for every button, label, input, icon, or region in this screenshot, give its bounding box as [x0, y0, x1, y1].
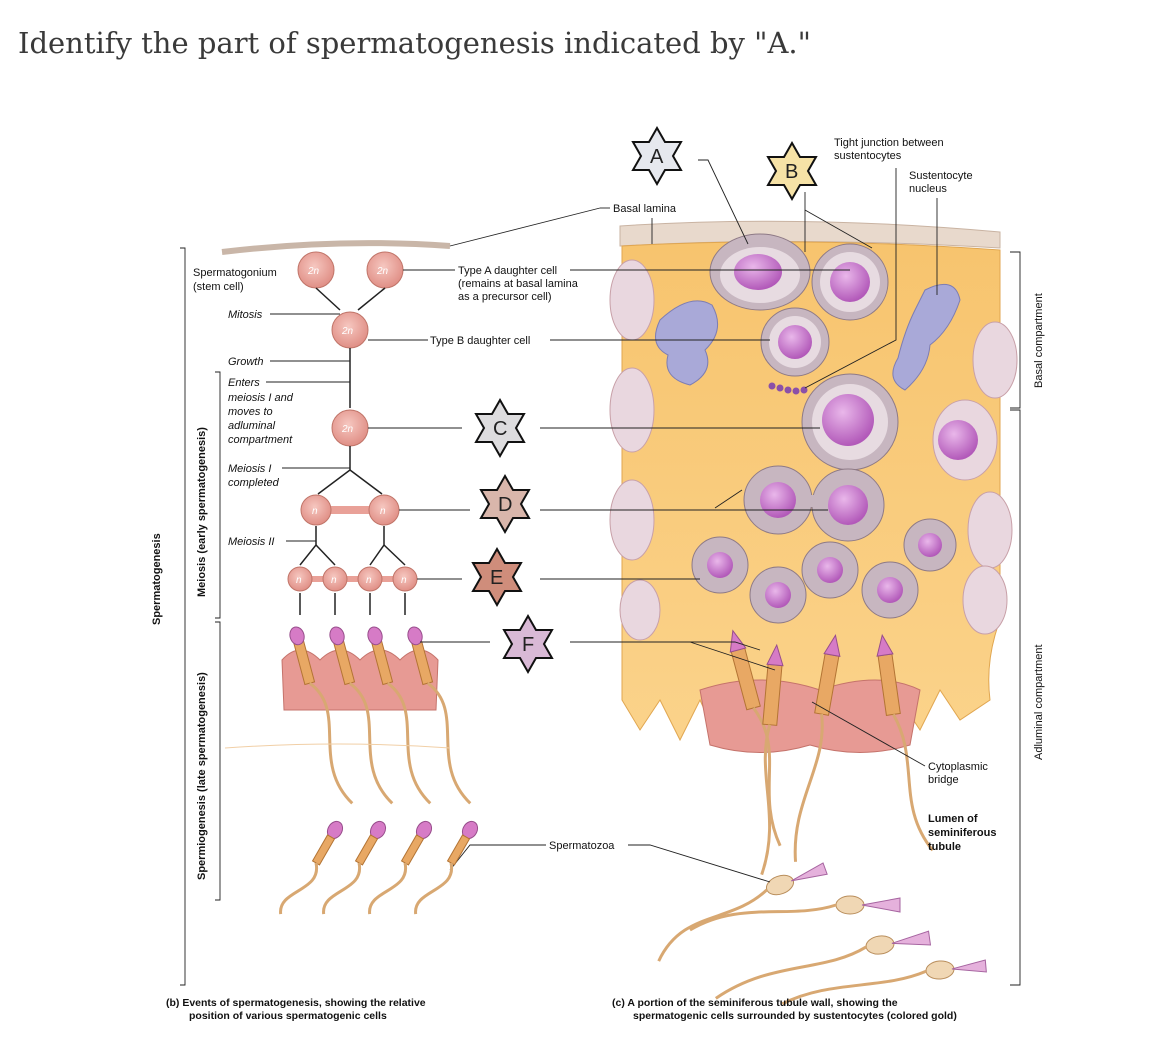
lumen-label-2: seminiferous [928, 827, 996, 839]
spermatogonium-label: Spermatogonium [193, 267, 277, 279]
type-b-label: Type B daughter cell [430, 335, 530, 347]
svg-text:2n: 2n [307, 266, 320, 277]
marker-a-letter: A [650, 146, 664, 168]
mitosis-label: Mitosis [228, 309, 263, 321]
marker-d-star [479, 473, 531, 535]
secondary-spermatocyte-schematic: n n [300, 494, 400, 526]
type-b-schematic-cell: 2n [331, 311, 369, 349]
secondary-spermatocytes [743, 465, 885, 542]
primary-spermatocyte-schematic: 2n [331, 409, 369, 447]
primary-spermatocyte [801, 373, 899, 471]
marker-f-star [502, 613, 554, 675]
spermatid-schematic: n n n n [287, 566, 418, 592]
marker-c-star [474, 397, 526, 459]
meiosis1-label-2: completed [228, 477, 280, 489]
enters-label-3: moves to [228, 406, 273, 418]
marker-d-letter: D [498, 494, 512, 516]
marker-c[interactable]: C [474, 397, 526, 459]
svg-text:n: n [331, 575, 337, 586]
enters-label-5: compartment [228, 434, 293, 446]
growth-label: Growth [228, 356, 263, 368]
caption-b-line-1: (b) Events of spermatogenesis, showing t… [166, 997, 426, 1009]
meiosis-side-label: Meiosis (early spermatogenesis) [196, 427, 208, 597]
spermiogenesis-side-label: Spermiogenesis (late spermatogenesis) [196, 672, 208, 880]
edge-cells [609, 259, 1018, 641]
adluminal-compartment-bracket [1010, 409, 1021, 986]
marker-c-letter: C [493, 418, 507, 440]
svg-text:n: n [380, 506, 386, 517]
marker-f[interactable]: F [502, 613, 554, 675]
basal-lamina-label: Basal lamina [613, 203, 677, 215]
sustentocyte-nucleus-label-2: nucleus [909, 183, 947, 195]
lumen-boundary-curve [224, 743, 451, 749]
elongating-spermatids [729, 629, 934, 876]
meiosis2-label: Meiosis II [228, 536, 274, 548]
tight-junction [768, 382, 808, 395]
svg-text:2n: 2n [376, 266, 389, 277]
question-text: Identify the part of spermatogenesis ind… [18, 26, 811, 60]
marker-e[interactable]: E [471, 546, 523, 608]
free-spermatozoa [657, 862, 987, 1006]
sustentocyte-nucleus-right [892, 283, 961, 391]
marker-b[interactable]: B [766, 140, 818, 202]
caption-c-line-2: spermatogenic cells surrounded by susten… [633, 1010, 957, 1022]
panel-b-lamina [221, 240, 451, 255]
enters-label-1: Enters [228, 377, 260, 389]
type-a-label-1: Type A daughter cell [458, 265, 557, 277]
enters-label-2: meiosis I and [228, 392, 294, 404]
marker-stars: A B C D E F [471, 125, 818, 675]
spermatogenesis-events-panel: 2n 2n 2n 2n n n n n n [151, 159, 850, 986]
marker-b-letter: B [785, 161, 798, 183]
cytoplasmic-bridge-label-1: Cytoplasmic [928, 761, 988, 773]
sustentocyte-nucleus-label-1: Sustentocyte [909, 170, 973, 182]
marker-d[interactable]: D [479, 473, 531, 535]
spermatogonium-type-a [709, 233, 811, 311]
svg-text:2n: 2n [341, 424, 354, 435]
basal-compartment-label: Basal compartment [1033, 293, 1045, 388]
marker-b-star [766, 140, 818, 202]
spermatid-elongating-schematic [281, 626, 472, 805]
marker-e-star [471, 546, 523, 608]
basal-compartment-bracket [1010, 251, 1021, 409]
enters-label-4: adluminal [228, 420, 276, 432]
flow-arrows [299, 287, 406, 615]
type-a-label-2: (remains at basal lamina [458, 278, 579, 290]
svg-text:n: n [401, 575, 407, 586]
svg-text:n: n [312, 506, 318, 517]
tight-junction-label-2: sustentocytes [834, 150, 902, 162]
svg-text:2n: 2n [341, 326, 354, 337]
type-a-label-3: as a precursor cell) [458, 291, 552, 303]
stem-cell-label: (stem cell) [193, 281, 244, 293]
cytoplasmic-bridge-label-2: bridge [928, 774, 959, 786]
type-a-cell: 2n [366, 251, 404, 289]
svg-text:n: n [296, 575, 302, 586]
sustentocyte-nucleus-left [655, 300, 719, 386]
lumen-label-1: Lumen of [928, 813, 978, 825]
spermatids [691, 518, 957, 624]
caption-c-line-1: (c) A portion of the seminiferous tubule… [612, 997, 898, 1009]
adluminal-compartment-label: Adluminal compartment [1033, 644, 1045, 760]
meiosis1-label-1: Meiosis I [228, 463, 271, 475]
marker-a-star [631, 125, 683, 187]
spermatogenesis-side-label: Spermatogenesis [151, 533, 163, 625]
spermatogonium-cell: 2n [297, 251, 335, 289]
spermatogonium-daughter [811, 243, 889, 321]
svg-text:n: n [366, 575, 372, 586]
marker-e-letter: E [490, 567, 503, 589]
lumen-label-3: tubule [928, 841, 961, 853]
type-b-cell [760, 307, 830, 377]
marker-a[interactable]: A [631, 125, 683, 187]
marker-f-letter: F [522, 634, 534, 656]
tight-junction-label-1: Tight junction between [834, 137, 944, 149]
mature-sperm-schematic [279, 820, 479, 915]
tubule-wall-panel: Basal compartment Adluminal compartment … [449, 137, 1045, 1006]
spermatozoa-label: Spermatozoa [549, 840, 615, 852]
caption-b-line-2: position of various spermatogenic cells [189, 1010, 387, 1022]
